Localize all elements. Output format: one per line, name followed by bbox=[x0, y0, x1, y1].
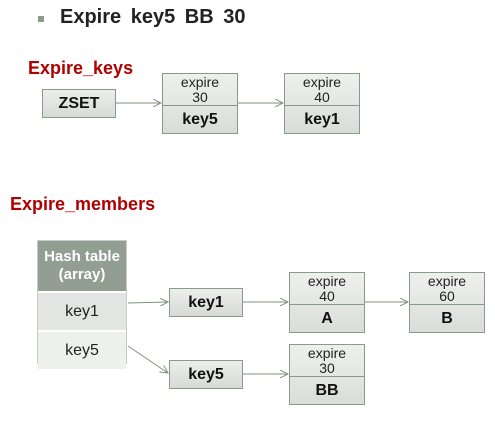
expire-keys-node-key5: expire 30 key5 bbox=[162, 73, 238, 134]
node-member: BB bbox=[315, 381, 339, 399]
node-field: expire bbox=[427, 272, 467, 289]
member-node-a: expire 40 A bbox=[289, 272, 365, 333]
node-field: expire bbox=[302, 73, 342, 90]
arrow-row1-to-bucket1 bbox=[127, 302, 168, 303]
node-value: 40 bbox=[314, 88, 330, 105]
member-node-bb: expire 30 BB bbox=[289, 344, 365, 405]
node-value: 40 bbox=[319, 287, 335, 304]
bucket-box-key1: key1 bbox=[169, 288, 243, 317]
hash-table-header: Hash table (array) bbox=[38, 241, 126, 291]
node-value: 60 bbox=[439, 287, 455, 304]
node-field: expire bbox=[307, 344, 347, 361]
node-value: 30 bbox=[192, 88, 208, 105]
zset-label: ZSET bbox=[58, 94, 100, 112]
slide-title: Expire key5 BB 30 bbox=[60, 6, 246, 28]
hash-table-row-key5: key5 bbox=[38, 330, 126, 369]
node-member: A bbox=[321, 309, 333, 327]
member-node-b: expire 60 B bbox=[409, 272, 485, 333]
hash-table-header-line1: Hash table bbox=[44, 248, 120, 265]
hash-table-header-line2: (array) bbox=[58, 266, 106, 283]
node-member: B bbox=[441, 309, 453, 327]
node-field: expire bbox=[307, 272, 347, 289]
bucket-key: key1 bbox=[188, 293, 224, 311]
hash-table: Hash table (array) key1 key5 bbox=[37, 240, 127, 369]
title-bullet bbox=[38, 16, 44, 22]
node-value: 30 bbox=[319, 359, 335, 376]
bucket-box-key5: key5 bbox=[169, 360, 243, 389]
zset-box: ZSET bbox=[42, 89, 116, 118]
expire-members-heading: Expire_members bbox=[10, 194, 156, 214]
node-field: expire bbox=[180, 73, 220, 90]
expire-keys-heading: Expire_keys bbox=[28, 58, 134, 78]
bucket-key: key5 bbox=[188, 365, 224, 383]
arrow-row2-to-bucket5 bbox=[127, 345, 168, 373]
hash-table-row-key1: key1 bbox=[38, 291, 126, 330]
expire-keys-node-key1: expire 40 key1 bbox=[284, 73, 360, 134]
node-key: key1 bbox=[304, 110, 340, 128]
node-key: key5 bbox=[182, 110, 218, 128]
